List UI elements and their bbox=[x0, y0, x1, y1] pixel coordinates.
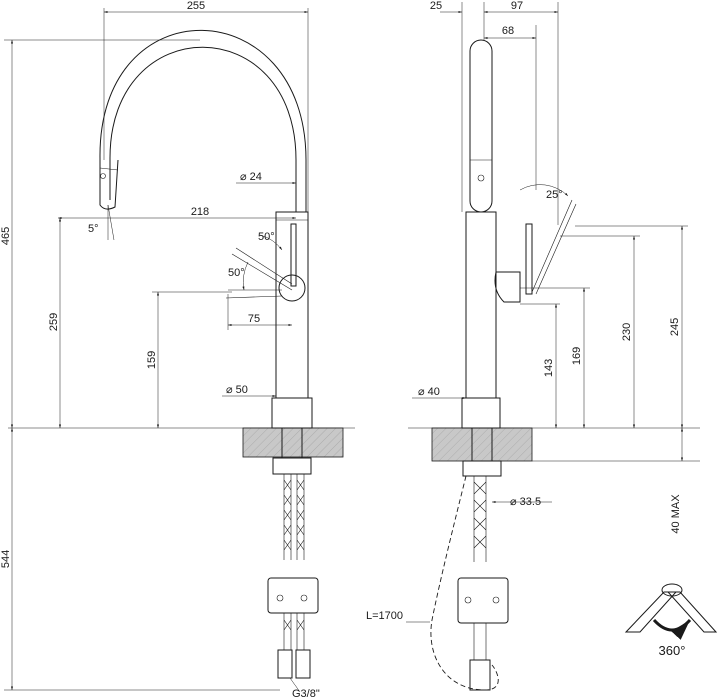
faucet-body-side bbox=[465, 211, 497, 399]
dim-side-230: 230 bbox=[621, 323, 633, 341]
weight-bolt-side-right bbox=[492, 596, 500, 604]
hose-length-label: L=1700 bbox=[366, 610, 403, 622]
dim-side-169: 169 bbox=[571, 347, 583, 365]
dim-side-inner: 68 bbox=[502, 25, 514, 37]
hose-lower-front bbox=[283, 613, 305, 650]
dim-lever-angle-down: 50° bbox=[228, 267, 245, 279]
dim-hole-diameter: ⌀ 33.5 bbox=[510, 496, 541, 508]
spray-head-front bbox=[99, 158, 119, 210]
connection-thread-label: G3/8" bbox=[292, 688, 320, 698]
spray-button-side bbox=[477, 174, 485, 182]
weight-bolt-left bbox=[276, 594, 284, 602]
dim-body-diameter-front: ⌀ 50 bbox=[226, 384, 248, 396]
dim-lever-height: 159 bbox=[146, 351, 158, 369]
lever-alt-up-2 bbox=[231, 253, 293, 291]
dim-lever-tilt: 25° bbox=[546, 189, 563, 201]
dim-side-rear: 25 bbox=[430, 0, 442, 12]
handle-knob-front bbox=[278, 274, 306, 302]
weight-bolt-side-left bbox=[464, 596, 472, 604]
dim-side-reach: 97 bbox=[511, 0, 523, 12]
lever-tilt-alt bbox=[531, 199, 573, 293]
lever-tilt-alt-2 bbox=[535, 203, 577, 295]
hose-side bbox=[473, 476, 487, 562]
handle-lever-side bbox=[525, 223, 533, 295]
spout-side bbox=[469, 39, 493, 213]
countertop-front bbox=[242, 427, 344, 458]
faucet-body-front bbox=[275, 211, 309, 399]
dim-spout-angle: 5° bbox=[88, 223, 99, 235]
lever-alt-down-2 bbox=[225, 295, 283, 299]
spout-inner bbox=[109, 46, 297, 212]
dim-height-total: 465 bbox=[0, 227, 12, 245]
dim-spout-reach: 218 bbox=[191, 206, 209, 218]
dim-side-245: 245 bbox=[669, 318, 681, 336]
lever-alt-up bbox=[235, 247, 293, 285]
dim-spout-diameter: ⌀ 24 bbox=[240, 171, 262, 183]
rotation-arrow-icon bbox=[624, 583, 718, 640]
hose-lower-side bbox=[473, 623, 487, 660]
dim-body-diameter-side: ⌀ 40 bbox=[418, 386, 440, 398]
weight-bolt-right bbox=[300, 594, 308, 602]
spout-outer bbox=[99, 29, 307, 212]
rotation-label: 360° bbox=[659, 643, 686, 658]
pullout-hose bbox=[430, 475, 499, 691]
spray-head-joint bbox=[99, 167, 119, 171]
mount-nut-side bbox=[462, 460, 502, 477]
connector-left bbox=[277, 649, 293, 679]
rotation-indicator: 360° bbox=[624, 583, 718, 658]
dim-lever-angle-up: 50° bbox=[258, 231, 275, 243]
connector-right bbox=[295, 649, 311, 679]
dim-spout-outlet-height: 259 bbox=[48, 313, 60, 331]
counterweight-front bbox=[267, 577, 319, 614]
countertop-side bbox=[431, 427, 533, 462]
dim-max-thickness: 40 MAX bbox=[670, 494, 682, 534]
connector-side bbox=[469, 659, 491, 691]
side-view: 25 97 68 25° 143 169 230 245 ⌀ 40 ⌀ 33.5… bbox=[366, 0, 700, 691]
handle-lever-front bbox=[290, 223, 297, 287]
counterweight-side bbox=[457, 577, 509, 624]
body-base-front bbox=[271, 397, 313, 429]
hose-right-front bbox=[296, 474, 305, 560]
dim-lever-length: 75 bbox=[248, 313, 260, 325]
body-base-side bbox=[461, 397, 501, 429]
dim-side-143: 143 bbox=[543, 359, 555, 377]
dim-overall-width: 255 bbox=[187, 0, 205, 12]
handle-knob-side bbox=[494, 271, 521, 303]
mount-nut-front bbox=[272, 457, 312, 475]
dim-below-counter: 544 bbox=[0, 550, 12, 568]
hose-left-front bbox=[283, 474, 292, 560]
front-view: 255 465 5° 218 ⌀ 24 50° 50° 75 259 159 bbox=[0, 0, 355, 698]
spray-button-front bbox=[100, 173, 106, 179]
